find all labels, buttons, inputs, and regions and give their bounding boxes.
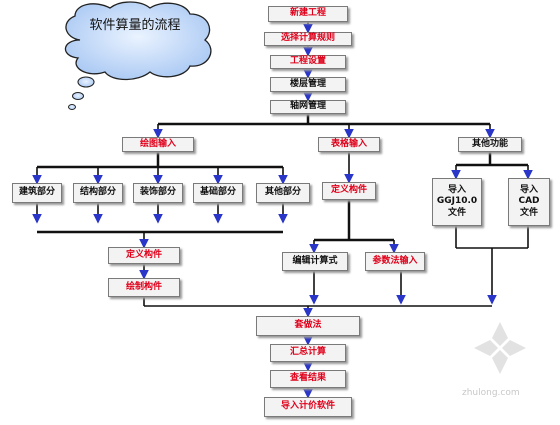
node-other-part: 其他部分 <box>256 183 310 203</box>
node-new-project: 新建工程 <box>268 6 348 22</box>
node-drawing-input: 绘图输入 <box>122 137 194 152</box>
node-other-functions: 其他功能 <box>458 137 522 152</box>
node-import-cad: 导入 CAD 文件 <box>508 178 550 226</box>
node-import-ggj: 导入 GGJ10.0 文件 <box>432 178 482 226</box>
node-project-settings: 工程设置 <box>270 55 346 69</box>
import-cad-line1: 导入 <box>519 185 538 196</box>
node-draw-member: 绘制构件 <box>108 278 180 297</box>
node-table-input: 表格输入 <box>318 137 380 152</box>
node-structure-part: 结构部分 <box>73 183 123 203</box>
watermark-text: zhulong.com <box>462 388 520 398</box>
watermark-logo-icon <box>474 322 526 374</box>
import-ggj-line2: GGJ10.0 <box>436 196 478 207</box>
node-param-input: 参数法输入 <box>365 252 425 271</box>
node-select-rules: 选择计算规则 <box>264 32 352 46</box>
node-define-member-draw: 定义构件 <box>108 247 180 264</box>
import-cad-line2: CAD <box>518 196 540 207</box>
node-define-member-table: 定义构件 <box>322 182 376 200</box>
import-ggj-line3: 文件 <box>447 207 466 218</box>
node-decoration-part: 装饰部分 <box>133 183 183 203</box>
import-ggj-line1: 导入 <box>447 185 466 196</box>
thought-bubble-shape <box>64 1 212 110</box>
import-cad-line3: 文件 <box>519 207 538 218</box>
node-building-part: 建筑部分 <box>12 183 62 203</box>
bubble-title: 软件算量的流程 <box>89 18 181 33</box>
node-edit-formula: 编辑计算式 <box>282 252 348 271</box>
node-apply-method: 套做法 <box>256 316 360 336</box>
node-summary-calc: 汇总计算 <box>270 344 346 362</box>
node-floor-management: 楼层管理 <box>270 77 346 92</box>
node-axis-management: 轴网管理 <box>270 100 346 114</box>
node-view-results: 查看结果 <box>270 370 346 388</box>
node-foundation-part: 基础部分 <box>193 183 243 203</box>
node-import-pricing: 导入计价软件 <box>264 397 352 417</box>
